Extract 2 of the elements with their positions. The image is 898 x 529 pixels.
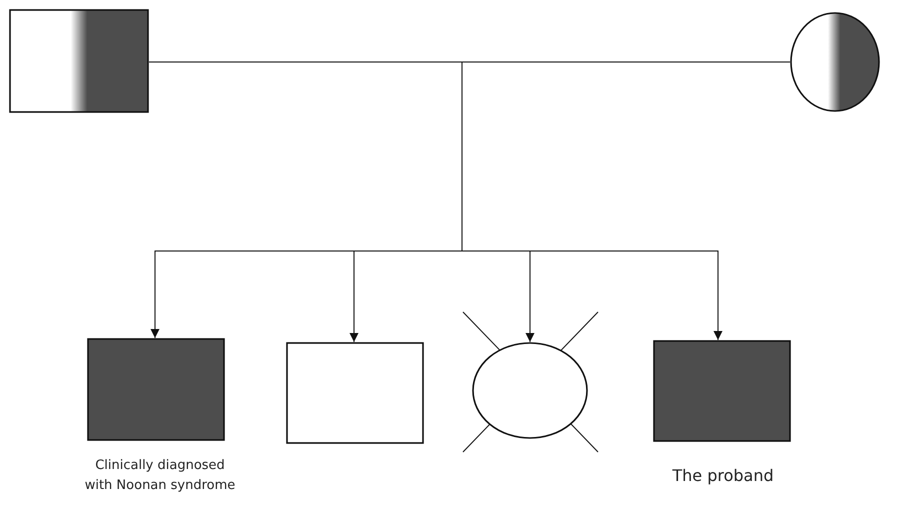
- caption-text: The proband: [671, 465, 775, 487]
- caption-text: Clinically diagnosed with Noonan syndrome: [84, 457, 236, 494]
